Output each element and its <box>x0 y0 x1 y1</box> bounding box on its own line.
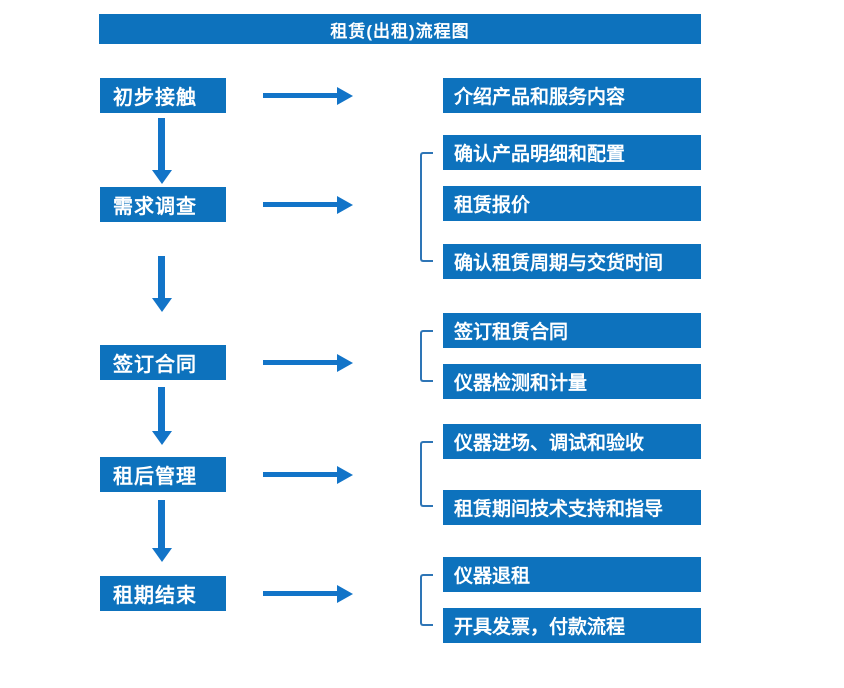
detail-box-rental-quote: 租赁报价 <box>443 186 701 221</box>
detail-box-tech-support: 租赁期间技术支持和指导 <box>443 490 701 525</box>
step-box-rental-end: 租期结束 <box>100 576 226 611</box>
right-arrow <box>263 196 353 214</box>
down-arrow-shaft <box>158 500 165 548</box>
right-arrow-shaft <box>263 591 338 596</box>
step-box-demand-survey: 需求调查 <box>100 187 226 222</box>
detail-box-confirm-rental-period: 确认租赁周期与交货时间 <box>443 244 701 279</box>
group-bracket-demand-survey <box>420 152 433 262</box>
detail-box-confirm-product-details: 确认产品明细和配置 <box>443 135 701 170</box>
right-arrow-shaft <box>263 93 338 98</box>
step-box-post-rental-management: 租后管理 <box>100 457 226 492</box>
down-arrow <box>152 256 172 312</box>
down-arrow-shaft <box>158 256 165 298</box>
down-arrow <box>152 387 172 445</box>
right-arrow-head <box>337 585 353 603</box>
detail-box-sign-rental-contract: 签订租赁合同 <box>443 313 701 348</box>
right-arrow <box>263 466 353 484</box>
group-bracket-rental-end <box>420 574 433 626</box>
step-box-sign-contract: 签订合同 <box>100 345 226 380</box>
right-arrow-head <box>337 466 353 484</box>
down-arrow-head <box>152 298 172 312</box>
right-arrow <box>263 585 353 603</box>
flowchart-title: 租赁(出租)流程图 <box>99 14 701 44</box>
down-arrow-head <box>152 548 172 562</box>
down-arrow-shaft <box>158 387 165 431</box>
detail-box-instrument-testing: 仪器检测和计量 <box>443 364 701 399</box>
right-arrow-shaft <box>263 472 338 477</box>
step-box-initial-contact: 初步接触 <box>100 78 226 113</box>
right-arrow-head <box>337 196 353 214</box>
group-bracket-post-rental <box>420 441 433 507</box>
down-arrow <box>152 500 172 562</box>
down-arrow <box>152 118 172 184</box>
right-arrow-shaft <box>263 202 338 207</box>
detail-box-instrument-return: 仪器退租 <box>443 557 701 592</box>
detail-box-invoice-payment: 开具发票，付款流程 <box>443 608 701 643</box>
detail-box-instrument-setup: 仪器进场、调试和验收 <box>443 424 701 459</box>
down-arrow-head <box>152 170 172 184</box>
right-arrow-shaft <box>263 360 338 365</box>
group-bracket-sign-contract <box>420 330 433 382</box>
down-arrow-shaft <box>158 118 165 170</box>
right-arrow <box>263 87 353 105</box>
right-arrow-head <box>337 354 353 372</box>
down-arrow-head <box>152 431 172 445</box>
right-arrow <box>263 354 353 372</box>
right-arrow-head <box>337 87 353 105</box>
detail-box-introduce-products: 介绍产品和服务内容 <box>443 78 701 113</box>
